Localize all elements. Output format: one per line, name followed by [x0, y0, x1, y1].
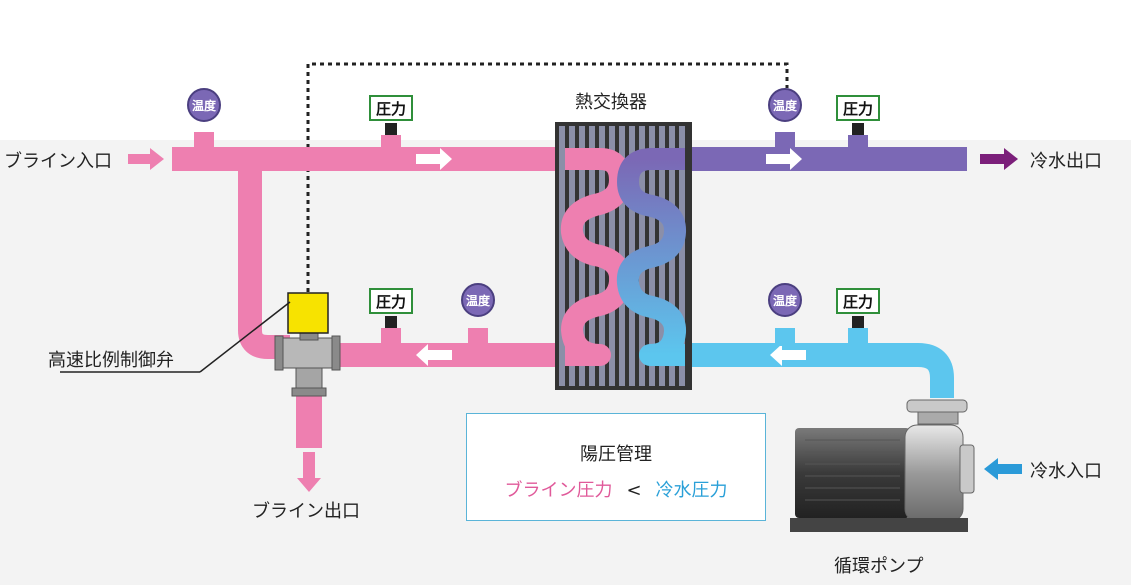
- pressure-comparison: ブライン圧力 < 冷水圧力: [467, 476, 765, 502]
- brine-outlet-arrow: [297, 452, 321, 492]
- gauge-stems-outlet: [775, 132, 868, 149]
- positive-pressure-title: 陽圧管理: [580, 444, 652, 465]
- brine-inlet-pipe: [172, 147, 572, 171]
- pressure-gauge-necks: [385, 123, 864, 328]
- chilled-water-inlet-pipe: [680, 343, 954, 398]
- brine-outlet-pipe: [296, 395, 322, 448]
- gauge-stems-inlet: [775, 328, 868, 346]
- less-than-symbol: <: [626, 480, 642, 501]
- brine-bypass-pipe: [238, 171, 290, 359]
- valve-leader-line: [199, 301, 291, 373]
- heat-exchanger-label: 熱交換器: [575, 92, 647, 113]
- temperature-gauge-brine-return: 温度: [461, 283, 495, 317]
- temperature-gauge-water-inlet: 温度: [768, 283, 802, 317]
- temperature-gauge-water-outlet: 温度: [768, 88, 802, 122]
- valve-actuator: [287, 292, 329, 334]
- chilled-water-inlet-label: 冷水入口: [1030, 461, 1102, 482]
- brine-inlet-label: ブライン入口: [4, 151, 112, 172]
- chilled-water-inlet-arrow: [984, 458, 1022, 480]
- circulation-pump: [790, 399, 975, 532]
- water-flow-path: [616, 148, 686, 366]
- chilled-water-outlet-arrow: [980, 148, 1018, 170]
- brine-outlet-label: ブライン出口: [252, 501, 360, 522]
- water-pressure-text: 冷水圧力: [655, 480, 728, 501]
- pressure-gauge-water-outlet: 圧力: [836, 95, 880, 121]
- pressure-gauge-brine-inlet: 圧力: [369, 95, 413, 121]
- valve-body: [274, 331, 341, 397]
- pressure-gauge-brine-return: 圧力: [369, 288, 413, 314]
- chilled-water-outlet-label: 冷水出口: [1030, 151, 1102, 172]
- chilled-water-outlet-pipe: [680, 147, 967, 171]
- valve-label: 高速比例制御弁: [48, 350, 174, 371]
- temperature-gauge-brine-inlet: 温度: [187, 88, 221, 122]
- pressure-gauge-water-inlet: 圧力: [836, 288, 880, 314]
- brine-inlet-arrow: [128, 148, 164, 170]
- control-signal-line: [306, 62, 789, 292]
- brine-pressure-text: ブライン圧力: [504, 480, 613, 501]
- pump-label: 循環ポンプ: [834, 556, 924, 577]
- gauge-stems-brine: [194, 132, 488, 344]
- flow-arrows: [416, 148, 806, 366]
- positive-pressure-box: 陽圧管理 ブライン圧力 < 冷水圧力: [466, 413, 766, 521]
